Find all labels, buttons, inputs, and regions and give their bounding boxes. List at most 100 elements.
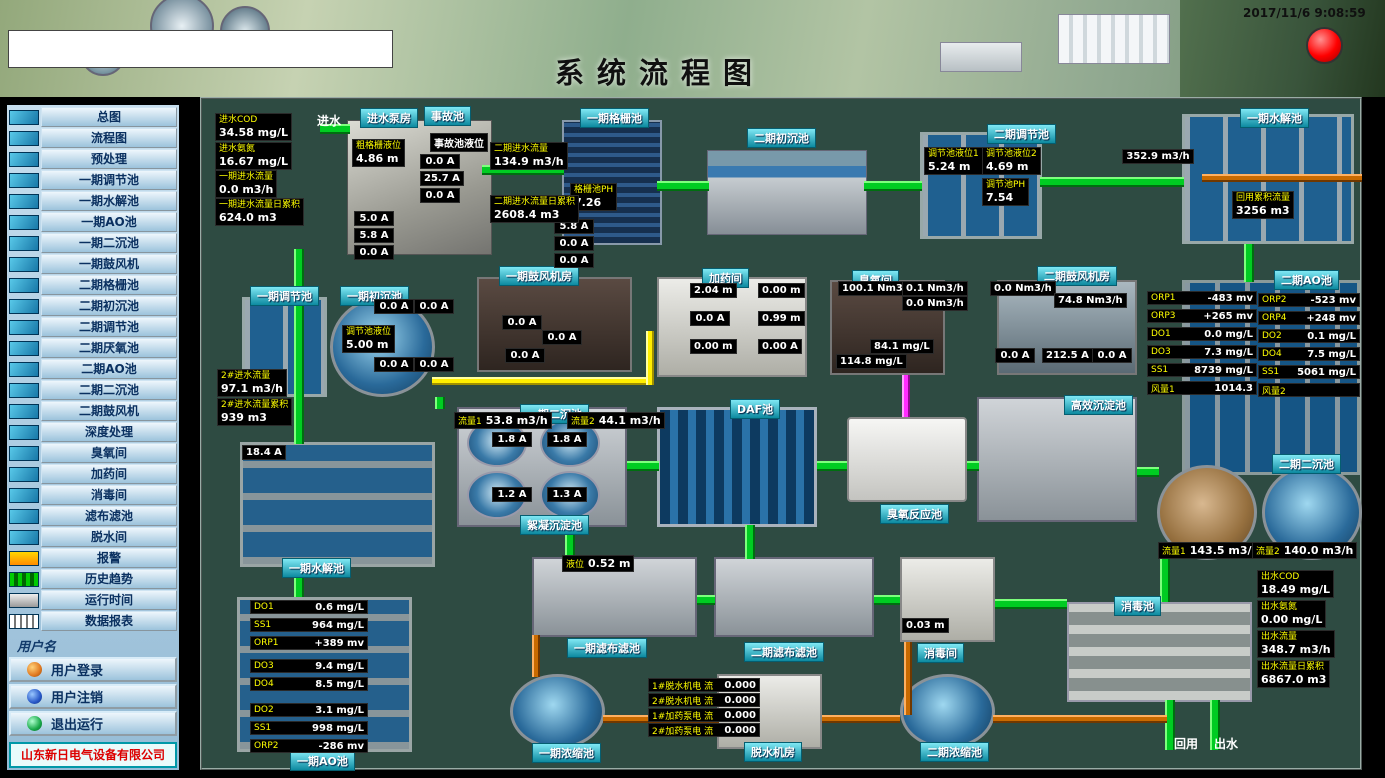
accident-pool-label: 事故池	[424, 106, 471, 126]
water-pipe	[320, 124, 350, 134]
page-title: 系统流程图	[554, 56, 765, 90]
pump-current-readout: 5.0 A	[354, 211, 394, 226]
equipment-thumbnail-icon	[9, 424, 39, 440]
p2-primary-label: 二期初沉池	[747, 128, 816, 148]
sidebar-nav-item[interactable]: 二期AO池	[9, 359, 177, 379]
equipment-thumbnail-icon	[9, 193, 39, 209]
p2-blower-readout: 0.0 Nm3/h	[990, 281, 1056, 296]
sidebar-nav-item[interactable]: 加药间	[9, 464, 177, 484]
water-pipe	[1137, 467, 1159, 477]
sidebar-nav-item[interactable]: 二期初沉池	[9, 296, 177, 316]
ozone-readout: 0.0 Nm3/h	[902, 296, 968, 311]
ao-readout-row: ORP2-523 mv	[1258, 293, 1360, 307]
sidebar-nav-item[interactable]: 二期二沉池	[9, 380, 177, 400]
p2-regulate-label: 二期调节池	[987, 124, 1056, 144]
equipment-thumbnail-icon	[9, 487, 39, 503]
sidebar-nav-item[interactable]: 历史趋势	[9, 569, 177, 589]
sidebar-nav-item[interactable]: 一期水解池	[9, 191, 177, 211]
grid-current-readout: 0.0 A	[554, 253, 594, 268]
sidebar-nav-item[interactable]: 臭氧间	[9, 443, 177, 463]
dewater-room-label: 脱水机房	[744, 742, 802, 762]
user-login-icon	[27, 662, 42, 677]
sidebar-nav-item[interactable]: 预处理	[9, 149, 177, 169]
login-button[interactable]: 用户登录	[9, 657, 177, 682]
user-name-label: 用户名	[17, 640, 57, 655]
water-pipe	[294, 249, 304, 444]
ao-readout-row: ORP4+248 mv	[1258, 311, 1360, 325]
equipment-thumbnail-icon	[9, 445, 39, 461]
logout-button[interactable]: 用户注销	[9, 684, 177, 709]
aerial-building-icon	[940, 42, 1022, 72]
p2-ao-label: 二期AO池	[1274, 270, 1339, 290]
nav-list: 总图 流程图 预处理 一期调节池	[9, 107, 177, 632]
ozone-reactor-image	[847, 417, 967, 502]
equipment-thumbnail-icon	[9, 256, 39, 272]
equipment-thumbnail-icon	[9, 340, 39, 356]
sludge-pipe	[822, 715, 900, 723]
p1-regulate-label: 一期调节池	[250, 286, 319, 306]
equipment-thumbnail-icon	[9, 613, 39, 629]
sidebar-nav-item[interactable]: 流程图	[9, 128, 177, 148]
sidebar-nav-item[interactable]: 总图	[9, 107, 177, 127]
sidebar-nav-item[interactable]: 一期调节池	[9, 170, 177, 190]
p1-hydrolysis-pool-image	[240, 442, 435, 567]
sidebar-nav-item[interactable]: 一期二沉池	[9, 233, 177, 253]
p1-hydrolysis-label: 一期水解池	[282, 558, 351, 578]
water-pipe	[565, 525, 575, 559]
sidebar-nav-item[interactable]: 深度处理	[9, 422, 177, 442]
ao-readout-row: 风量2	[1258, 383, 1360, 397]
p2-blower-readout: 0.0 A	[1092, 348, 1132, 363]
equipment-thumbnail-icon	[9, 529, 39, 545]
dosing-readout: 0.00 A	[758, 339, 802, 354]
exit-button[interactable]: 退出运行	[9, 711, 177, 736]
sidebar-nav-item[interactable]: 一期鼓风机	[9, 254, 177, 274]
sidebar-nav-item[interactable]: 二期鼓风机	[9, 401, 177, 421]
equipment-thumbnail-icon	[9, 151, 39, 167]
user-logout-icon	[27, 689, 42, 704]
sidebar-nav-item[interactable]: 消毒间	[9, 485, 177, 505]
equipment-thumbnail-icon	[9, 361, 39, 377]
dosing-readout: 0.0 A	[690, 311, 730, 326]
sidebar-nav-item[interactable]: 二期格栅池	[9, 275, 177, 295]
grid-current-readout: 0.0 A	[554, 236, 594, 251]
sidebar-nav-item[interactable]: 一期AO池	[9, 212, 177, 232]
ao-readout-row: ORP1-483 mv	[1147, 291, 1257, 305]
sidebar-nav-item[interactable]: 报警	[9, 548, 177, 568]
water-pipe	[1160, 557, 1170, 602]
sidebar-nav-item[interactable]: 滤布滤池	[9, 506, 177, 526]
alarm-indicator-lamp[interactable]	[1306, 27, 1343, 64]
equipment-thumbnail-icon	[9, 550, 39, 566]
daf-unit-image	[657, 407, 817, 527]
sidebar-nav-item[interactable]: 运行时间	[9, 590, 177, 610]
water-pipe	[627, 461, 659, 471]
equipment-thumbnail-icon	[9, 382, 39, 398]
sidebar-nav-item[interactable]: 二期厌氧池	[9, 338, 177, 358]
aerial-building-icon	[1058, 14, 1170, 64]
dosing-readout: 0.00 m	[690, 339, 737, 354]
sidebar-nav-item[interactable]: 数据报表	[9, 611, 177, 631]
p2-secondary-label: 二期二沉池	[1272, 454, 1341, 474]
sidebar-nav-item[interactable]: 二期调节池	[9, 317, 177, 337]
water-pipe	[294, 567, 304, 597]
sidebar-nav-item[interactable]: 脱水间	[9, 527, 177, 547]
reuse-label: 回用	[1174, 737, 1199, 751]
